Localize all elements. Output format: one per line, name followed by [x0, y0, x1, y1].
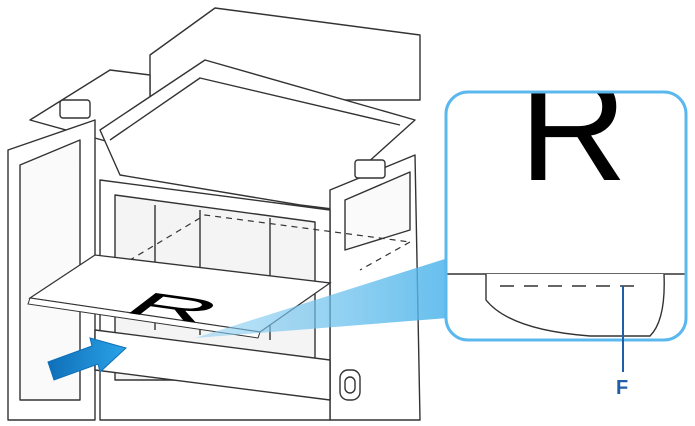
detail-callout: R — [446, 44, 686, 340]
detail-letter: R — [519, 44, 627, 212]
callout-label-f: F — [616, 377, 628, 399]
power-icon — [340, 370, 360, 400]
